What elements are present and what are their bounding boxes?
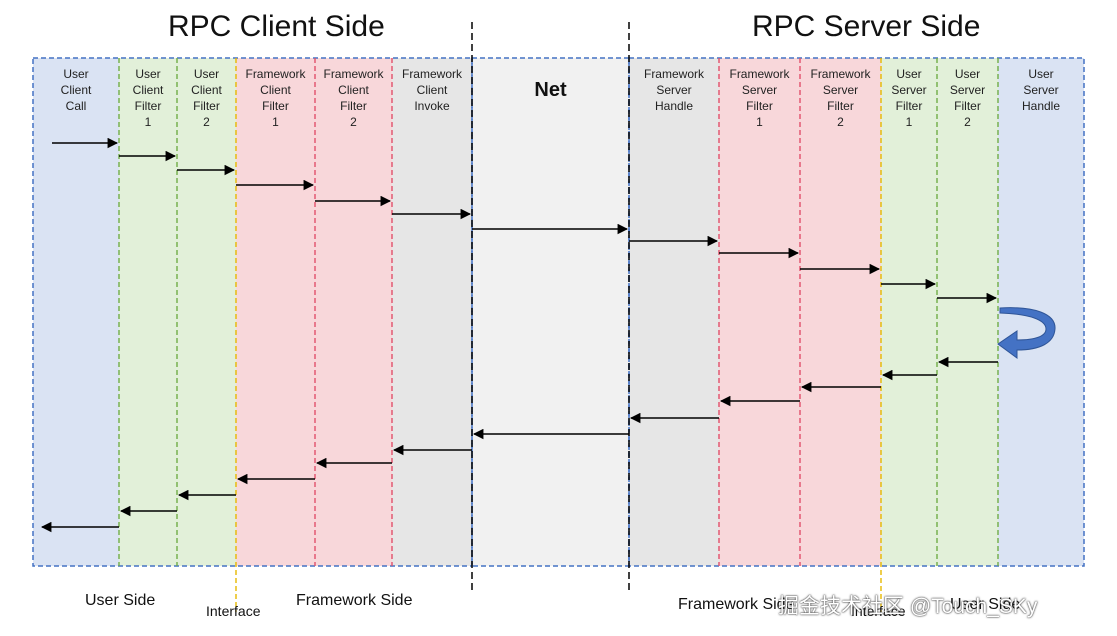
response-arrows [40,356,998,533]
lane-label: User Client Filter 2 [191,67,222,129]
lane-user-client-filter-1: User Client Filter 1 [119,58,177,566]
label-framework-side-left: Framework Side [296,592,413,609]
side-separators [471,22,630,592]
lane-net: Net [472,58,629,566]
label-interface-right: Interface [851,603,906,619]
lane-framework-server-filter-1: Framework Server Filter 1 [719,58,800,566]
lane-label: Framework Server Handle [643,67,704,113]
label-user-side-left: User Side [85,592,156,609]
lane-label: Framework Server Filter 1 [729,67,790,129]
lane-user-server-filter-1: User Server Filter 1 [881,58,937,566]
lane-label: Framework Server Filter 2 [810,67,871,129]
lane-label: User Server Handle [1021,67,1061,113]
lane-user-client-filter-2: User Client Filter 2 [177,58,236,566]
label-user-side-right: User Side [950,596,1021,613]
lane-framework-server-handle: Framework Server Handle [629,58,719,566]
lane-label: Net [534,79,567,101]
lane-label: Framework Client Filter 2 [323,67,384,129]
lane-label: User Client Call [60,67,92,113]
loop-arrow [997,307,1056,359]
label-framework-side-right: Framework Side [678,596,795,613]
lane-framework-client-filter-1: Framework Client Filter 1 [236,58,315,566]
net-border [471,57,630,567]
lane-label: Framework Client Filter 1 [245,67,306,129]
request-arrows [52,137,998,304]
lane-framework-client-invoke: Framework Client Invoke [392,58,472,566]
label-interface-left: Interface [206,603,261,619]
client-side-border [32,57,473,567]
title-server: RPC Server Side [752,10,981,43]
interface-lines [235,58,882,612]
lane-user-server-filter-2: User Server Filter 2 [937,58,998,566]
lane-label: User Server Filter 2 [949,67,986,129]
title-client: RPC Client Side [168,10,385,43]
lane-label: Framework Client Invoke [401,67,462,113]
watermark: 掘金技术社区 @Touch_SKy [778,595,1038,618]
lane-label: User Client Filter 1 [132,67,164,129]
lane-framework-server-filter-2: Framework Server Filter 2 [800,58,881,566]
loop-arrow-body [997,307,1056,359]
group-borders [32,57,1085,567]
lane-label: User Server Filter 1 [891,67,927,129]
lane-dividers [118,58,999,566]
lane-framework-client-filter-2: Framework Client Filter 2 [315,58,392,566]
